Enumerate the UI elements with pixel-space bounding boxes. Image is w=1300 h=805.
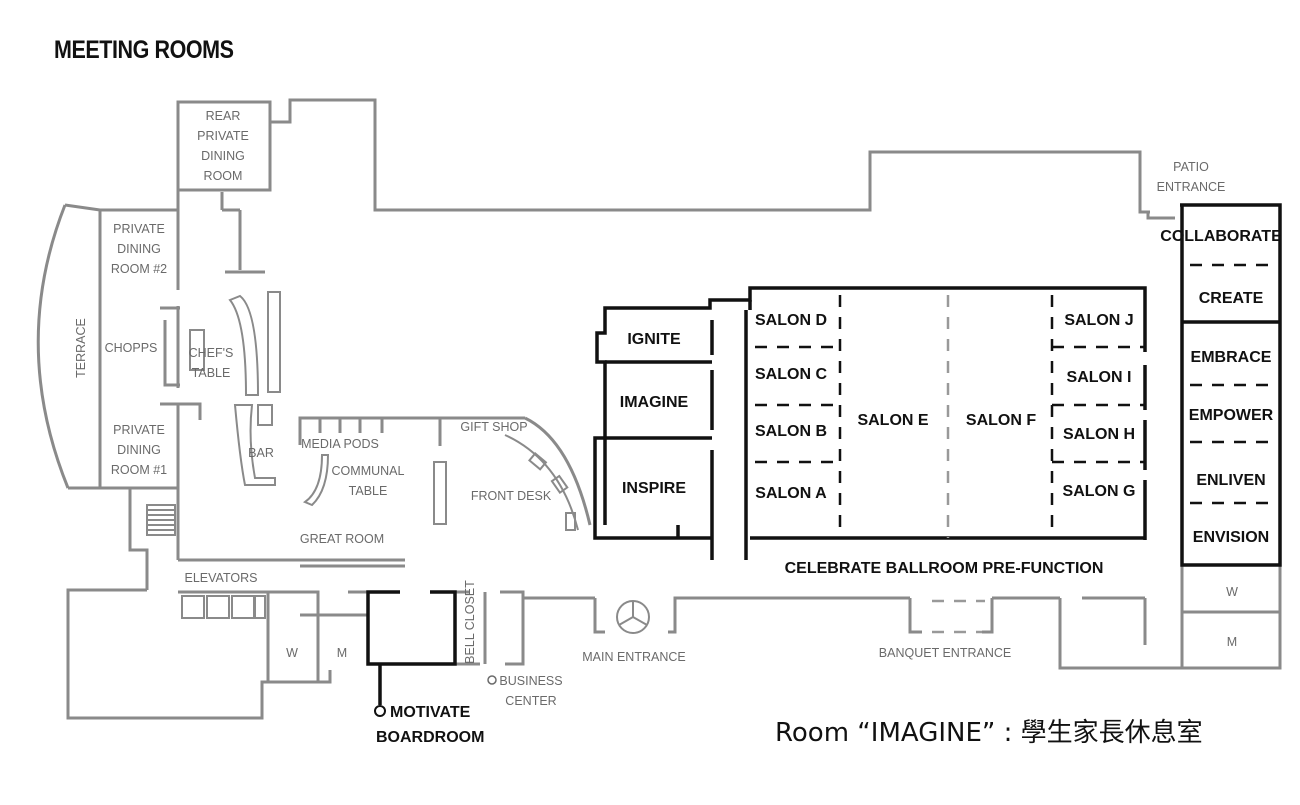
facility-labels: REAR PRIVATE DINING ROOM PRIVATE DINING …: [74, 109, 1238, 708]
room-salon-e: SALON E: [857, 412, 928, 429]
room-collaborate: COLLABORATE: [1160, 228, 1282, 245]
room-imagine: IMAGINE: [620, 394, 689, 411]
room-prefunction: CELEBRATE BALLROOM PRE-FUNCTION: [785, 560, 1104, 577]
room-salon-c: SALON C: [755, 366, 827, 383]
room-salon-h: SALON H: [1063, 426, 1135, 443]
private-dining-1-label-2: DINING: [117, 443, 161, 457]
room-salon-j: SALON J: [1064, 312, 1133, 329]
communal-table-label-2: TABLE: [349, 484, 388, 498]
meeting-room-walls: [366, 203, 1282, 717]
chopps-label: CHOPPS: [105, 341, 158, 355]
patio-entrance-label-2: ENTRANCE: [1157, 180, 1226, 194]
room-inspire: INSPIRE: [622, 480, 686, 497]
communal-table-label-1: COMMUNAL: [332, 464, 405, 478]
private-dining-2-label-3: ROOM #2: [111, 262, 167, 276]
restroom-m-right-label: M: [1227, 635, 1237, 649]
great-room-label: GREAT ROOM: [300, 532, 384, 546]
room-salon-d: SALON D: [755, 312, 827, 329]
elevators-label: ELEVATORS: [185, 571, 258, 585]
room-empower: EMPOWER: [1189, 407, 1274, 424]
chefs-table-label-2: TABLE: [192, 366, 231, 380]
room-embrace: EMBRACE: [1191, 349, 1272, 366]
room-create: CREATE: [1199, 290, 1264, 307]
rear-dining-label-4: ROOM: [204, 169, 243, 183]
banquet-entrance-label: BANQUET ENTRANCE: [879, 646, 1011, 660]
room-salon-f: SALON F: [966, 412, 1036, 429]
business-center-label-1: BUSINESS: [499, 674, 562, 688]
room-salon-i: SALON I: [1067, 369, 1132, 386]
private-dining-2-label-1: PRIVATE: [113, 222, 165, 236]
terrace-label: TERRACE: [74, 318, 88, 378]
restroom-m-label: M: [337, 646, 347, 660]
room-motivate-label-1: MOTIVATE: [390, 704, 471, 721]
chefs-table-label-1: CHEF'S: [189, 346, 234, 360]
map-caption: Room “IMAGINE” : 學生家長休息室: [775, 718, 1203, 748]
private-dining-1-label-3: ROOM #1: [111, 463, 167, 477]
room-salon-b: SALON B: [755, 423, 827, 440]
private-dining-2-label-2: DINING: [117, 242, 161, 256]
rear-dining-label-1: REAR: [206, 109, 241, 123]
media-pods-label: MEDIA PODS: [301, 437, 379, 451]
rear-dining-label-3: DINING: [201, 149, 245, 163]
room-salon-g: SALON G: [1063, 483, 1136, 500]
room-envision: ENVISION: [1193, 529, 1269, 546]
room-motivate-label-2: BOARDROOM: [376, 729, 484, 746]
bell-closet-label: BELL CLOSET: [463, 580, 477, 664]
bar-label: BAR: [248, 446, 274, 460]
restroom-w-label: W: [286, 646, 298, 660]
restroom-w-right-label: W: [1226, 585, 1238, 599]
room-ignite: IGNITE: [627, 331, 681, 348]
room-salon-a: SALON A: [755, 485, 827, 502]
private-dining-1-label-1: PRIVATE: [113, 423, 165, 437]
main-entrance-label: MAIN ENTRANCE: [582, 650, 685, 664]
rear-dining-label-2: PRIVATE: [197, 129, 249, 143]
gift-shop-label: GIFT SHOP: [460, 420, 527, 434]
meeting-room-labels: IGNITE IMAGINE INSPIRE SALON D SALON C S…: [376, 228, 1282, 746]
business-center-label-2: CENTER: [505, 694, 556, 708]
page-title: MEETING ROOMS: [54, 36, 234, 64]
front-desk-label: FRONT DESK: [471, 489, 552, 503]
room-enliven: ENLIVEN: [1196, 472, 1265, 489]
patio-entrance-label-1: PATIO: [1173, 160, 1209, 174]
